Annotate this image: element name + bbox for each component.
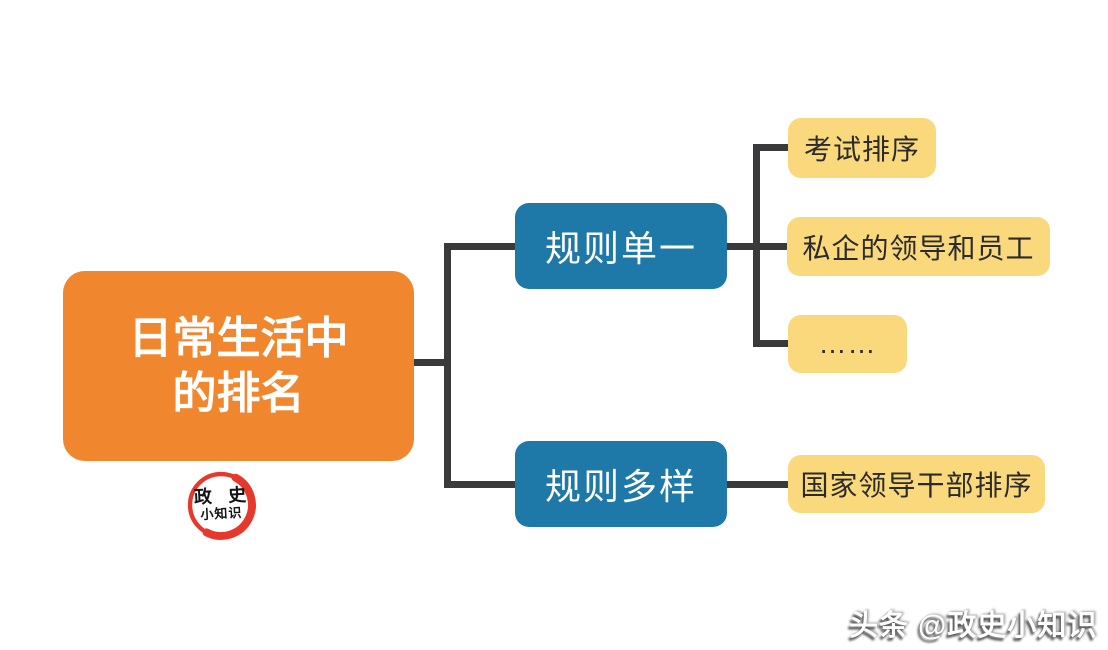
red-ring-icon: [187, 471, 256, 540]
leaf-node-exam-ranking: 考试排序: [788, 118, 936, 178]
logo-text-line1: 政 史: [193, 484, 252, 509]
logo-text-line2: 小知识: [200, 505, 243, 524]
leaf-node-state-leader-ranking: 国家领导干部排序: [788, 455, 1045, 513]
connector-to-leaf-2: [756, 243, 788, 250]
connector-root-to-split: [414, 359, 448, 366]
connector-split-vertical: [444, 243, 451, 488]
connector-to-leaf-1: [756, 144, 788, 151]
leaf-node-label: 私企的领导和员工: [802, 232, 1035, 264]
branch-node-label: 规则单一: [544, 228, 697, 269]
watermark: 头条 @政史小知识: [849, 610, 1098, 642]
leaf-node-label: ……: [818, 328, 877, 359]
leaf-node-label: 国家领导干部排序: [800, 470, 1033, 501]
branch-node-rule-varied: 规则多样: [515, 441, 727, 527]
connector-to-branch-1: [444, 243, 515, 250]
leaf-node-ellipsis: ……: [788, 315, 907, 373]
connector-to-leaf-3: [756, 340, 788, 347]
connector-branch1-to-split: [727, 243, 756, 250]
root-node-label-line2: 的排名: [172, 369, 305, 418]
connector-branch2-to-leaf-4: [727, 481, 788, 488]
root-node-daily-life-ranking: 日常生活中 的排名: [63, 271, 414, 461]
logo-stamp: 政 史 小知识: [185, 469, 257, 541]
root-node-label-line1: 日常生活中: [128, 313, 349, 363]
logo-text: 政 史 小知识: [183, 467, 259, 543]
branch-node-rule-single: 规则单一: [515, 203, 727, 289]
branch-node-label: 规则多样: [544, 466, 697, 507]
leaf-node-label: 考试排序: [803, 134, 920, 165]
leaf-node-private-company-leaders: 私企的领导和员工: [787, 217, 1050, 276]
connector-to-branch-2: [444, 481, 515, 488]
